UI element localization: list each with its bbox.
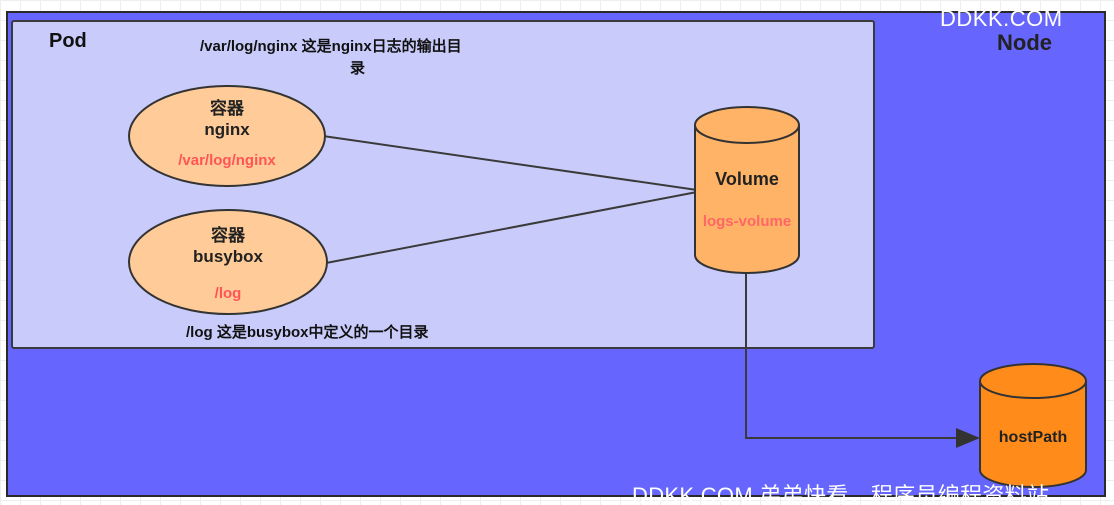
busybox-container-ellipse bbox=[128, 209, 328, 315]
volume-to-hostpath-connector bbox=[745, 272, 980, 448]
nginx-log-note-line2: 录 bbox=[350, 60, 366, 77]
nginx-container-label: 容器 nginx bbox=[177, 98, 277, 140]
nginx-container-path: /var/log/nginx bbox=[178, 152, 276, 169]
volume-name: Volume bbox=[715, 169, 779, 189]
busybox-container-path: /log bbox=[214, 285, 242, 302]
pod-title: Pod bbox=[49, 30, 87, 52]
hostpath-name: hostPath bbox=[998, 429, 1068, 446]
busybox-container-kind: 容器 bbox=[211, 226, 245, 245]
busybox-to-volume-connector bbox=[325, 191, 698, 264]
watermark-top: DDKK.COM bbox=[940, 6, 1063, 31]
volume-cylinder bbox=[694, 106, 800, 274]
busybox-container-name: busybox bbox=[193, 247, 263, 266]
nginx-container-ellipse bbox=[128, 85, 326, 187]
nginx-to-volume-connector bbox=[322, 135, 698, 191]
volume-subtitle: logs-volume bbox=[702, 213, 792, 230]
nginx-log-note-line1: /var/log/nginx 这是nginx日志的输出目 bbox=[200, 38, 462, 55]
nginx-container-name: nginx bbox=[204, 120, 250, 139]
busybox-log-note: /log 这是busybox中定义的一个目录 bbox=[186, 324, 429, 341]
nginx-log-note: /var/log/nginx 这是nginx日志的输出目 录 bbox=[200, 36, 540, 80]
busybox-container-label: 容器 busybox bbox=[178, 225, 278, 267]
watermark-bottom: DDKK.COM 弟弟快看，程序员编程资料站 bbox=[632, 483, 1050, 505]
hostpath-cylinder bbox=[979, 363, 1087, 488]
nginx-container-kind: 容器 bbox=[210, 99, 244, 118]
node-title: Node bbox=[997, 30, 1052, 55]
